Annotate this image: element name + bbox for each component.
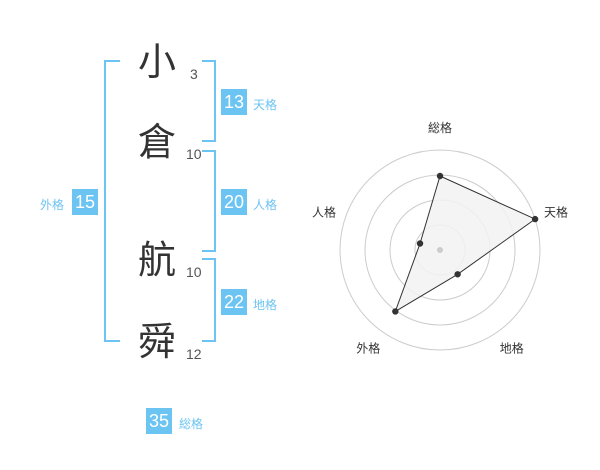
jinkaku-label: 人格 <box>253 198 278 212</box>
soukaku-value: 35 <box>146 408 172 434</box>
chikaku-bracket <box>202 258 216 342</box>
stroke-count-1: 3 <box>190 66 198 82</box>
stroke-count-3: 10 <box>186 264 202 280</box>
stroke-count-2: 10 <box>186 146 202 162</box>
radar-axis-label-4: 外格 <box>356 341 380 356</box>
radar-point-1 <box>436 172 444 180</box>
name-char-2: 倉 <box>137 120 176 164</box>
radar-axis-label-2: 天格 <box>544 204 568 219</box>
stroke-count-4: 12 <box>186 346 202 362</box>
name-char-3: 航 <box>137 238 176 282</box>
radar-axis-label-3: 地格 <box>500 341 524 356</box>
soukaku-label: 総格 <box>179 417 204 431</box>
radar-axis-label-5: 人格 <box>312 204 336 219</box>
radar-point-4 <box>392 308 399 315</box>
chikaku-value: 22 <box>221 289 247 315</box>
gaikaku-label: 外格 <box>40 198 65 212</box>
radar-point-2 <box>531 215 539 223</box>
name-char-4: 舜 <box>137 320 176 364</box>
chikaku-label: 地格 <box>253 298 278 312</box>
tenkaku-value: 13 <box>221 89 247 115</box>
radar-area <box>394 175 537 313</box>
radar-point-3 <box>454 271 461 278</box>
tenkaku-label: 天格 <box>253 98 278 112</box>
radar-axis-label-1: 総格 <box>428 120 452 135</box>
name-char-1: 小 <box>137 40 176 84</box>
radar-point-5 <box>416 240 424 247</box>
radar-ring-4 <box>339 149 541 351</box>
radar-center-dot <box>437 247 443 253</box>
gaikaku-bracket <box>104 60 120 342</box>
tenkaku-bracket <box>202 60 216 142</box>
jinkaku-value: 20 <box>221 189 247 215</box>
gaikaku-value: 15 <box>72 189 98 215</box>
jinkaku-bracket <box>202 150 216 252</box>
